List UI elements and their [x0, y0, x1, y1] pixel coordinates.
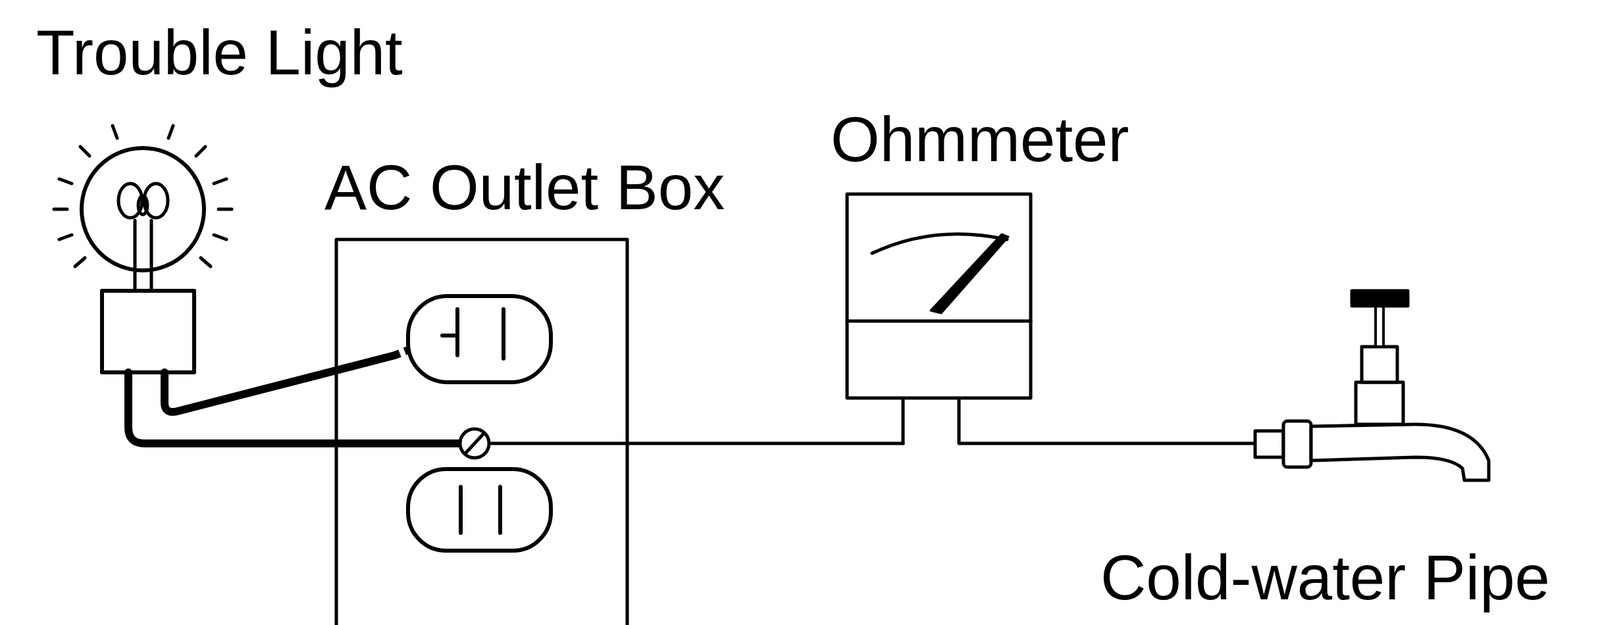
bulb-rays	[53, 125, 232, 267]
test-lead	[958, 398, 1256, 444]
part-label: AC Outlet Box	[324, 155, 725, 220]
valve-bonnet	[1355, 382, 1404, 425]
part-label: Trouble Light	[36, 21, 403, 85]
part-label: Cold-water Pipe	[1100, 546, 1550, 610]
lamp-cord	[164, 355, 395, 413]
pipe-fitting	[1255, 431, 1284, 458]
receptacle	[408, 296, 551, 383]
bulb-glass	[81, 148, 205, 271]
meter-needle	[930, 234, 1009, 314]
test-lead	[489, 442, 904, 446]
bulb-filament	[118, 183, 168, 290]
receptacle-slots	[442, 309, 504, 359]
faucet-body	[1311, 424, 1489, 481]
cover-screw	[460, 429, 490, 459]
part-label: Ohmmeter	[830, 107, 1129, 172]
cover-screw	[465, 434, 484, 453]
receptacle-slots	[460, 487, 501, 534]
ohmmeter-case	[847, 319, 1031, 324]
receptacle	[408, 469, 551, 551]
valve-handle	[1351, 290, 1408, 307]
valve-nut	[1361, 346, 1398, 383]
pipe-nut	[1283, 421, 1312, 468]
valve-stem	[1375, 306, 1384, 347]
lamp-socket	[102, 290, 195, 373]
outlet-box	[336, 239, 628, 625]
ohmmeter-case	[847, 194, 1031, 399]
test-lead	[901, 398, 905, 444]
